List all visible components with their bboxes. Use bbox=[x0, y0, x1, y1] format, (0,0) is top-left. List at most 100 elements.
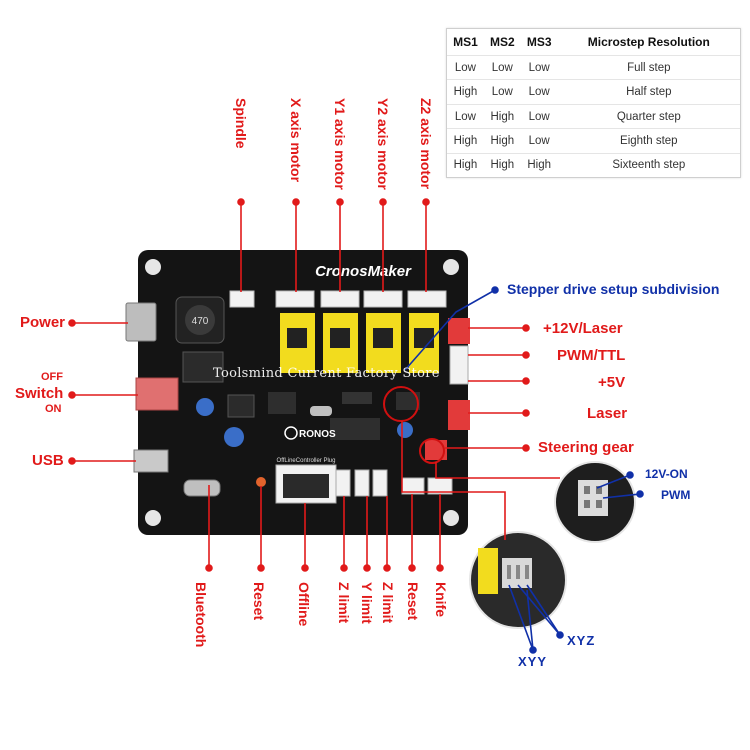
laser-connector bbox=[448, 400, 470, 430]
ic-chip bbox=[330, 418, 380, 440]
driver-chip bbox=[330, 328, 350, 348]
label-reset-2: Reset bbox=[405, 582, 421, 621]
label-z-limit-2: Z limit bbox=[380, 582, 396, 624]
table-cell: Low bbox=[520, 79, 558, 105]
label-y2-axis-motor: Y2 axis motor bbox=[375, 98, 391, 190]
spindle-connector bbox=[229, 290, 255, 308]
label-x-axis-motor: X axis motor bbox=[288, 98, 304, 183]
table-header: MS3 bbox=[526, 35, 552, 49]
table-cell: Half step bbox=[557, 79, 740, 105]
crystal bbox=[183, 479, 221, 497]
table-cell: High bbox=[447, 79, 484, 105]
label-power: Power bbox=[20, 314, 66, 331]
table-cell: High bbox=[483, 152, 521, 177]
board-brand-title: CronosMaker bbox=[315, 263, 412, 280]
table-header: Microstep Resolution bbox=[587, 35, 710, 49]
inductor-small bbox=[227, 394, 255, 418]
table-cell: High bbox=[447, 152, 484, 177]
x-motor-connector bbox=[275, 290, 315, 308]
table-cell: Low bbox=[520, 128, 558, 154]
mosfet bbox=[396, 392, 420, 410]
highlight-circle bbox=[419, 438, 445, 464]
table-cell: High bbox=[447, 128, 484, 154]
table-cell: Sixteenth step bbox=[557, 152, 740, 177]
blue-leader-lines bbox=[404, 286, 644, 654]
driver-chip bbox=[373, 328, 393, 348]
table-cell: High bbox=[483, 128, 521, 154]
label-y1-axis-motor: Y1 axis motor bbox=[332, 98, 348, 190]
mounting-hole bbox=[443, 259, 459, 275]
ic-chip bbox=[268, 392, 296, 414]
z-limit2-connector bbox=[372, 469, 388, 497]
inductor-label: 470 bbox=[192, 316, 209, 327]
table-cell: High bbox=[483, 103, 521, 129]
label-usb: USB bbox=[32, 452, 64, 469]
table-cell: Quarter step bbox=[557, 103, 740, 129]
board-logo-text: RONOS bbox=[299, 429, 336, 440]
capacitor bbox=[397, 422, 413, 438]
y1-motor-connector bbox=[320, 290, 360, 308]
label-laser: Laser bbox=[587, 405, 628, 422]
label-y-limit: Y limit bbox=[359, 582, 375, 624]
mounting-hole bbox=[145, 510, 161, 526]
offline-plug-label: OffLineController Plug bbox=[277, 458, 336, 464]
label-xyz: XYZ bbox=[567, 633, 596, 648]
label-12v-laser: +12V/Laser bbox=[543, 320, 623, 337]
inset-jumper bbox=[469, 531, 567, 629]
label-steering-gear: Steering gear bbox=[538, 439, 634, 456]
label-12v-on: 12V-ON bbox=[645, 467, 688, 481]
offline-plug-socket bbox=[283, 474, 329, 498]
inset-pwm-header bbox=[554, 461, 636, 543]
watermark-text: Toolsmind Current Factory Store bbox=[213, 366, 440, 381]
label-5v: +5V bbox=[598, 374, 626, 391]
pwm-ttl-connector bbox=[449, 345, 469, 385]
table-cell: High bbox=[520, 152, 558, 177]
table-row: Low Low Low Full step bbox=[447, 54, 740, 80]
label-pwm: PWM bbox=[661, 488, 691, 502]
capacitor bbox=[224, 427, 244, 447]
label-reset: Reset bbox=[251, 582, 267, 621]
table-cell: Low bbox=[447, 103, 484, 129]
table-header: MS1 bbox=[453, 35, 478, 49]
label-off: OFF bbox=[41, 371, 63, 383]
label-pwm-ttl: PWM/TTL bbox=[557, 347, 626, 364]
label-xyy: XYY bbox=[518, 654, 548, 669]
table-cell: Low bbox=[483, 54, 521, 80]
z2-motor-connector bbox=[407, 290, 447, 308]
y2-motor-connector bbox=[363, 290, 403, 308]
microstep-table: MS1 MS2 MS3 Microstep Resolution Low Low… bbox=[446, 28, 741, 178]
table-cell: Eighth step bbox=[557, 128, 740, 154]
label-z-limit: Z limit bbox=[336, 582, 352, 624]
cronos-logo-icon bbox=[284, 426, 298, 440]
ic-chip bbox=[342, 392, 372, 404]
dc-power-jack bbox=[125, 302, 157, 342]
label-spindle: Spindle bbox=[233, 98, 249, 149]
y-limit-connector bbox=[354, 469, 370, 497]
reset-button bbox=[256, 477, 266, 487]
mounting-hole bbox=[145, 259, 161, 275]
table-cell: Low bbox=[447, 54, 484, 80]
label-stepper-drive-setup: Stepper drive setup subdivision bbox=[507, 281, 720, 297]
driver-chip bbox=[287, 328, 307, 348]
table-header-row: MS1 MS2 MS3 Microstep Resolution bbox=[447, 29, 740, 56]
table-cell: Low bbox=[520, 54, 558, 80]
mounting-hole bbox=[443, 510, 459, 526]
table-row: High Low Low Half step bbox=[447, 79, 740, 105]
regulator bbox=[182, 351, 224, 383]
z-limit-connector bbox=[335, 469, 351, 497]
leader-lines bbox=[68, 198, 560, 572]
label-knife: Knife bbox=[433, 582, 449, 617]
label-on: ON bbox=[45, 403, 62, 415]
label-bluetooth: Bluetooth bbox=[193, 582, 209, 648]
table-row: High High Low Eighth step bbox=[447, 128, 740, 154]
label-z2-axis-motor: Z2 axis motor bbox=[418, 98, 434, 190]
table-cell: Low bbox=[483, 79, 521, 105]
table-row: High High High Sixteenth step bbox=[447, 152, 740, 177]
capacitor bbox=[196, 398, 214, 416]
label-offline: Offline bbox=[296, 582, 312, 627]
table-row: Low High Low Quarter step bbox=[447, 103, 740, 129]
table-cell: Full step bbox=[557, 54, 740, 80]
table-cell: Low bbox=[520, 103, 558, 129]
